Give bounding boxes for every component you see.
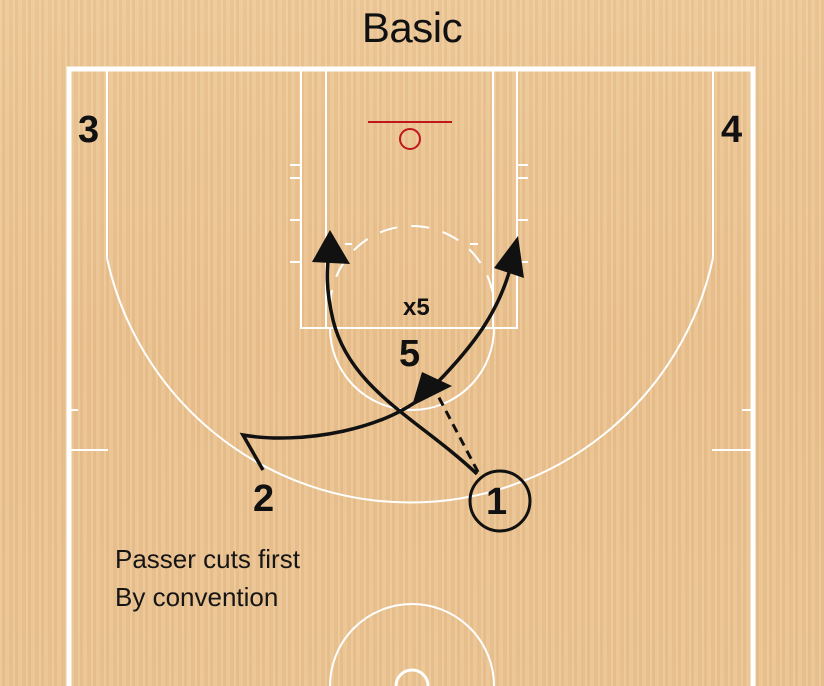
center-circle-inner	[394, 668, 430, 686]
rim	[399, 128, 421, 150]
cut-path-player-1	[325, 244, 479, 476]
sideline-hash-left	[70, 409, 108, 451]
arrowhead-player-1	[312, 230, 350, 264]
free-throw-circle-solid	[329, 327, 495, 411]
note-line-1: Passer cuts first	[115, 544, 300, 574]
lane-inner	[325, 70, 494, 328]
ball-handler-circle	[468, 469, 532, 533]
lane-outer	[300, 69, 518, 329]
hoop	[368, 121, 452, 150]
arrowhead-pass	[412, 372, 452, 406]
free-throw-circle-dashed	[329, 225, 495, 309]
player-5[interactable]: 5	[399, 333, 421, 375]
play-movements	[239, 230, 524, 476]
cut-path-player-2	[239, 261, 514, 471]
player-3[interactable]: 3	[78, 109, 100, 151]
player-1[interactable]: 1	[486, 481, 508, 523]
court-lines	[66, 66, 756, 686]
lane-hash-right	[517, 164, 528, 263]
center-circle	[329, 603, 495, 686]
note-line-2: By convention	[115, 582, 279, 612]
defender-x5[interactable]: x5	[403, 294, 430, 321]
lane-hash-left	[290, 164, 301, 263]
arrowhead-player-2	[494, 236, 524, 278]
play-title: Basic	[361, 4, 463, 51]
player-2[interactable]: 2	[253, 478, 275, 520]
three-point-line	[106, 70, 714, 504]
pass-path-1-to-5	[434, 391, 480, 473]
play-notes: Passer cuts first By convention	[115, 540, 300, 616]
player-4[interactable]: 4	[721, 109, 743, 151]
sideline-hash-right	[712, 409, 752, 451]
